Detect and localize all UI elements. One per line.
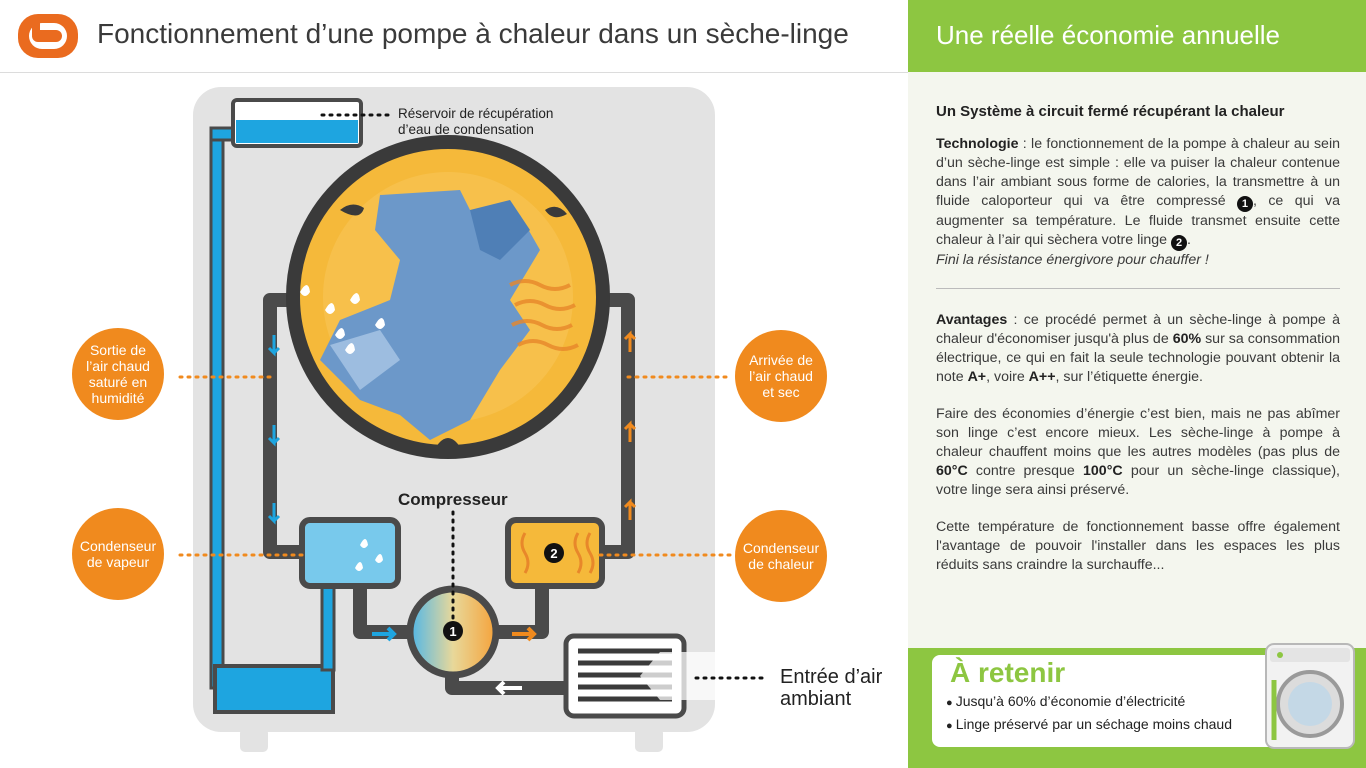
laundry-paragraph: Faire des économies d’énergie c’est bien… xyxy=(936,406,1340,498)
step-2-marker xyxy=(544,543,564,563)
callout-humid-air-out: Sortie de l’air chaud saturé en humidité xyxy=(72,328,164,420)
water-drop-icon xyxy=(300,285,385,354)
right-pane: Une réelle économie annuelle Un Système … xyxy=(908,0,1366,768)
key-points-list: Jusqu’à 60% d’économie d’électricité Lin… xyxy=(946,691,1232,737)
compressor-label: Compresseur xyxy=(398,490,508,509)
key-points-box: À retenir Jusqu’à 60% d’économie d’élect… xyxy=(932,655,1312,747)
callout-heat-condenser: Condenseur de chaleur xyxy=(735,510,827,602)
info-panel: Un Système à circuit fermé récupérant la… xyxy=(908,72,1366,648)
bottom-tank xyxy=(213,664,335,714)
dryer-icon xyxy=(1265,643,1355,749)
callout-vapor-condenser: Condenseur de vapeur xyxy=(72,508,164,600)
pipe-left xyxy=(263,293,302,559)
step-1-badge: 1 xyxy=(1236,196,1253,212)
arrow-right-icon xyxy=(372,626,397,642)
right-title: Une réelle économie annuelle xyxy=(936,20,1281,50)
step-1-number: 1 xyxy=(449,624,456,639)
water-pipe xyxy=(209,126,225,690)
page-title: Fonctionnement d’une pompe à chaleur dan… xyxy=(97,18,849,49)
pipe-bottom-right xyxy=(494,584,549,639)
boulanger-logo xyxy=(18,14,78,58)
left-pane: Fonctionnement d’une pompe à chaleur dan… xyxy=(0,0,908,752)
info-heading: Un Système à circuit fermé récupérant la… xyxy=(936,103,1285,120)
arrow-down-icon xyxy=(267,335,281,525)
heat-wave-icon xyxy=(520,532,595,574)
arrow-up-icon xyxy=(623,330,637,520)
step-2-badge: 2 xyxy=(1171,235,1188,251)
air-flow-arrow-icon xyxy=(640,652,715,700)
separator xyxy=(936,288,1340,289)
space-paragraph: Cette température de fonctionnement bass… xyxy=(936,519,1340,573)
arrow-right-icon xyxy=(512,626,537,642)
heat-pump-diagram: 2 1 xyxy=(178,87,767,752)
info-text: Un Système à circuit fermé récupérant la… xyxy=(936,102,1340,593)
heat-wave-icon xyxy=(509,279,579,351)
key-points-title: À retenir xyxy=(950,657,1066,688)
list-item: Jusqu’à 60% d’économie d’électricité xyxy=(946,691,1232,714)
step-2-number: 2 xyxy=(550,546,557,561)
header: Fonctionnement d’une pompe à chaleur dan… xyxy=(0,0,908,73)
technology-paragraph: Technologie : le fonctionnement de la po… xyxy=(936,136,1340,268)
right-header: Une réelle économie annuelle xyxy=(908,0,1366,70)
callout-dry-air-in: Arrivée de l’air chaud et sec xyxy=(735,330,827,422)
dryer-foot-right xyxy=(635,728,663,752)
air-intake-label: Entrée d’air ambiant xyxy=(780,666,883,710)
dryer-foot-left xyxy=(240,728,268,752)
reservoir-label: Réservoir de récupération d’eau de conde… xyxy=(398,106,554,137)
advantages-paragraph: Avantages : ce procédé permet à un sèche… xyxy=(936,312,1341,385)
list-item: Linge préservé par un séchage moins chau… xyxy=(946,714,1232,737)
water-drop-icon xyxy=(355,539,383,571)
arrow-left-icon xyxy=(495,680,522,696)
step-1-marker xyxy=(443,621,463,641)
